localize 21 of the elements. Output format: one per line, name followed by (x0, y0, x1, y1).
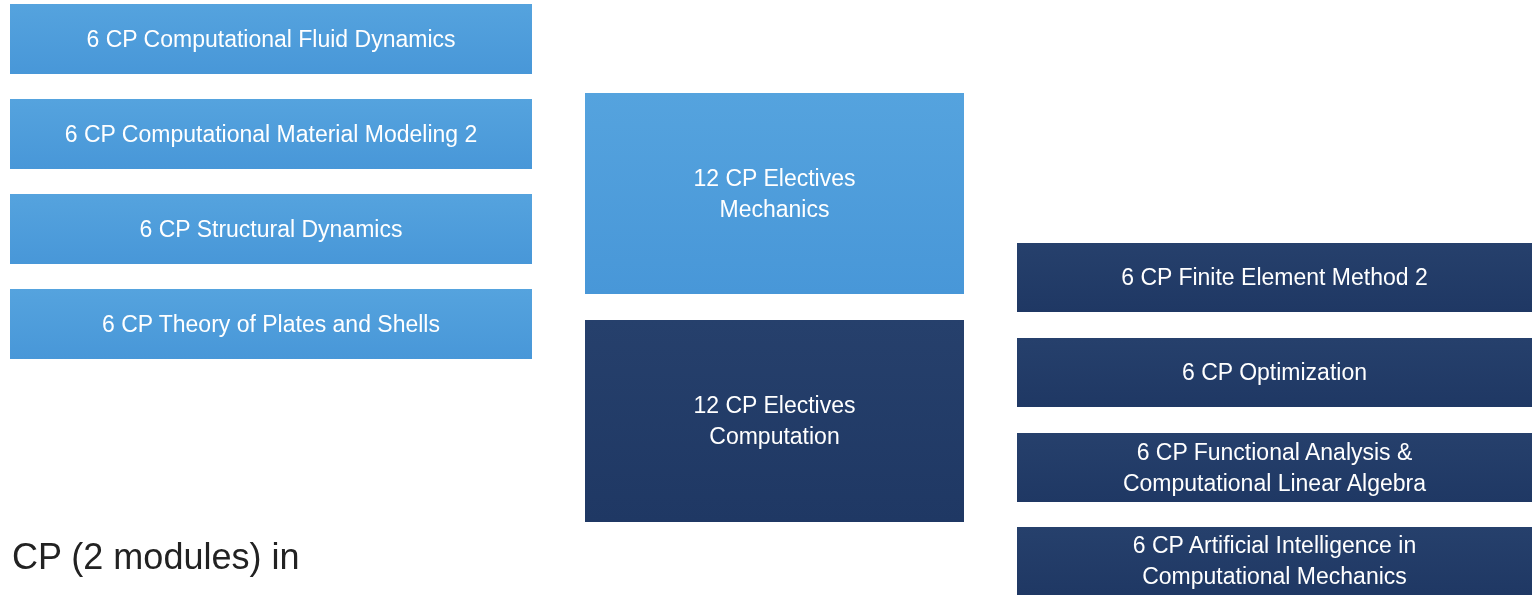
module-box (10, 4, 532, 74)
module-label: 12 CP Electives Mechanics (692, 163, 857, 224)
module-label: 6 CP Finite Element Method 2 (1121, 263, 1428, 292)
module-label: 6 CP Computational Material Modeling 2 (64, 119, 478, 149)
module-box (1017, 338, 1532, 407)
module-label: 6 CP Theory of Plates and Shells (102, 309, 440, 339)
module-box (1017, 527, 1532, 595)
module-box (1017, 243, 1532, 312)
module-label: 12 CP Electives Computation (692, 391, 857, 451)
module-box (585, 320, 964, 522)
module-label: 6 CP Artificial Intelligence in Computational Mechanics (1131, 531, 1418, 591)
module-label: 6 CP Computational Fluid Dynamics (86, 24, 456, 54)
module-label: 6 CP Functional Analysis & Computational Linear Algebra (1121, 437, 1427, 498)
module-box (10, 194, 532, 264)
module-box (585, 93, 964, 294)
module-box (10, 289, 532, 359)
module-box (10, 99, 532, 169)
module-label: 6 CP Structural Dynamics (139, 214, 403, 244)
module-label: 6 CP Optimization (1182, 358, 1367, 387)
note-text: CP (2 modules) in (12, 536, 300, 578)
module-box (1017, 433, 1532, 502)
